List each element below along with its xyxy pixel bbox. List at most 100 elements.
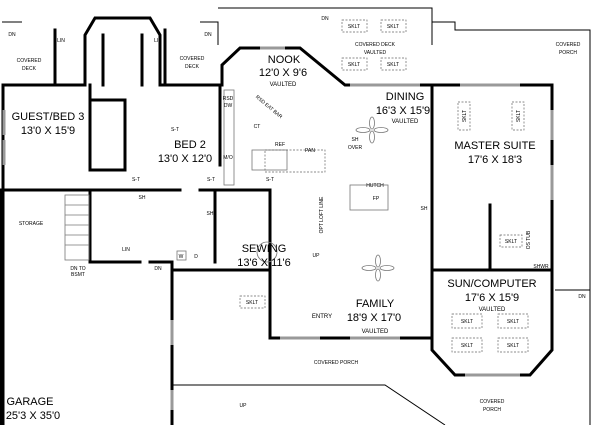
room-size: 13'6 X 11'6 xyxy=(237,257,291,269)
up-label: UP xyxy=(240,403,248,409)
linen-label: LIN xyxy=(57,38,65,44)
skylight-label: SKLT xyxy=(246,300,258,306)
room-name: NOOK xyxy=(268,54,301,66)
room-size: 12'0 X 9'6 xyxy=(259,67,307,79)
raised-dw-label: RSD xyxy=(223,96,234,102)
windows xyxy=(2,46,554,410)
room-name: GUEST/BED 3 xyxy=(12,111,85,123)
room-sun-computer: SUN/COMPUTER 17'6 X 15'9 VAULTED xyxy=(447,278,536,313)
room-size: 18'9 X 17'0 xyxy=(347,312,401,324)
covered-deck-vaulted-label-2: VAULTED xyxy=(364,50,387,56)
room-size: 13'0 X 15'9 xyxy=(21,125,75,137)
skylight-label: SKLT xyxy=(461,319,473,325)
dishwasher-label: DW xyxy=(224,103,233,109)
walls xyxy=(0,16,554,425)
room-entry: ENTRY xyxy=(312,314,332,320)
room-note: VAULTED xyxy=(362,329,389,335)
shelf-over-label: SH xyxy=(352,137,359,143)
room-name: MASTER SUITE xyxy=(454,140,535,152)
room-storage: STORAGE xyxy=(19,221,44,227)
cooktop-label: CT xyxy=(254,124,261,130)
linen-label: LIN xyxy=(122,247,130,253)
raised-eat-bar-label: RSD EAT BAR xyxy=(254,94,283,120)
skylight-label: SKLT xyxy=(462,110,468,122)
covered-deck-vaulted-label: COVERED DECK xyxy=(355,42,396,48)
room-nook: NOOK 12'0 X 9'6 VAULTED xyxy=(259,54,307,88)
os-tub-label: OS TUB xyxy=(526,230,532,249)
fireplace-label: FP xyxy=(373,196,380,202)
covered-deck-right-label-2: DECK xyxy=(185,64,200,70)
room-name: GARAGE xyxy=(6,396,53,408)
kitchen-counters xyxy=(223,89,389,263)
down-label: DN xyxy=(204,32,212,38)
shelf-label: SH xyxy=(139,195,146,201)
skylight-label: SKLT xyxy=(348,62,360,68)
skylight-label: SKLT xyxy=(387,62,399,68)
room-name: FAMILY xyxy=(356,298,395,310)
room-garage: GARAGE 25'3 X 35'0 xyxy=(6,396,60,422)
down-label: DN xyxy=(8,32,16,38)
room-note: VAULTED xyxy=(479,307,506,313)
washer-label: W xyxy=(179,254,184,260)
shelf-over-label-2: OVER xyxy=(348,145,363,151)
room-dining: DINING 16'3 X 15'9 VAULTED xyxy=(376,91,430,125)
dryer-label: D xyxy=(194,254,198,260)
room-note: VAULTED xyxy=(392,119,419,125)
room-bed2: BED 2 13'0 X 12'0 xyxy=(158,139,212,165)
room-name: BED 2 xyxy=(174,139,206,151)
optional-loft-line-label: OPT LOFT LINE xyxy=(319,196,325,233)
porch-outlines xyxy=(2,7,591,425)
room-size: 13'0 X 12'0 xyxy=(158,153,212,165)
hutch-label: HUTCH xyxy=(366,183,384,189)
skylight-label: SKLT xyxy=(461,343,473,349)
ceiling-fans xyxy=(355,116,395,282)
down-to-basement-label-2: BSMT xyxy=(71,272,85,278)
microwave-oven-label: M/O xyxy=(223,155,233,161)
down-label: DN xyxy=(321,16,329,22)
pantry-label: PAN xyxy=(305,148,315,154)
room-note: VAULTED xyxy=(270,82,297,88)
covered-porch-right-label: COVERED xyxy=(556,42,581,48)
room-size: 16'3 X 15'9 xyxy=(376,105,430,117)
down-label: DN xyxy=(154,266,162,272)
room-size: 17'6 X 18'3 xyxy=(468,154,522,166)
room-guest-bed3: GUEST/BED 3 13'0 X 15'9 xyxy=(12,111,85,137)
covered-deck-right-label: COVERED xyxy=(180,56,205,62)
room-name: SUN/COMPUTER xyxy=(447,278,536,290)
skylight-label: SKLT xyxy=(507,319,519,325)
refrigerator-label: REF xyxy=(275,142,285,148)
shower-tub-label: S-T xyxy=(266,177,274,183)
linen-label: LIN xyxy=(154,38,162,44)
skylight-label: SKLT xyxy=(348,24,360,30)
room-name: SEWING xyxy=(242,243,287,255)
stairs xyxy=(64,194,90,261)
skylight-label: SKLT xyxy=(505,239,517,245)
room-family: FAMILY 18'9 X 17'0 VAULTED xyxy=(347,298,401,335)
shelf-label: SH xyxy=(207,211,214,217)
covered-deck-left-label: COVERED xyxy=(17,58,42,64)
up-label: UP xyxy=(313,253,321,259)
covered-porch-right-label-2: PORCH xyxy=(559,50,577,56)
room-size: 17'6 X 15'9 xyxy=(465,292,519,304)
skylight-label: SKLT xyxy=(516,110,522,122)
skylight-label: SKLT xyxy=(507,343,519,349)
room-sewing: SEWING 13'6 X 11'6 xyxy=(237,243,291,269)
shower-tub-label: S-T xyxy=(207,177,215,183)
down-to-basement-label: DN TO xyxy=(70,266,85,272)
shower-tub-label: S-T xyxy=(171,127,179,133)
room-size: 25'3 X 35'0 xyxy=(6,410,60,422)
covered-deck-left-label-2: DECK xyxy=(22,66,37,72)
shelf-label: SH xyxy=(421,206,428,212)
shower-tub-label: S-T xyxy=(132,177,140,183)
skylight-label: SKLT xyxy=(387,24,399,30)
covered-porch-front-label: COVERED PORCH xyxy=(314,360,359,366)
room-master-suite: MASTER SUITE 17'6 X 18'3 xyxy=(454,140,535,166)
room-name: DINING xyxy=(386,91,425,103)
skylights xyxy=(239,19,529,353)
covered-porch-bottom-label-2: PORCH xyxy=(483,407,501,413)
covered-porch-bottom-label: COVERED xyxy=(480,399,505,405)
shower-label: SHWR xyxy=(533,264,549,270)
down-label: DN xyxy=(578,294,586,300)
